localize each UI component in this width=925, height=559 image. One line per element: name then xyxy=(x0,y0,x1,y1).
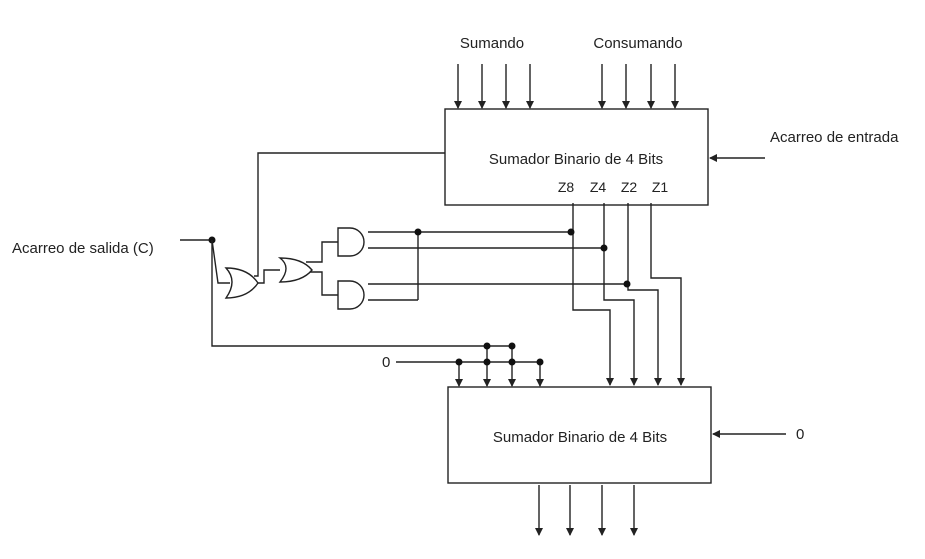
output-z4-label: Z4 xyxy=(590,179,607,195)
output-z1-label: Z1 xyxy=(652,179,669,195)
zero-right-label: 0 xyxy=(796,426,804,443)
junction-dot xyxy=(536,358,544,366)
junction-dot xyxy=(483,358,491,366)
sumando-inputs xyxy=(454,64,534,109)
consumando-inputs xyxy=(598,64,679,109)
or-middle-to-or-left xyxy=(254,269,280,284)
junction-dot xyxy=(623,280,631,288)
carry-feedback-wire xyxy=(211,240,512,347)
output-z8-label: Z8 xyxy=(558,179,575,195)
output-z2-label: Z2 xyxy=(621,179,638,195)
sum-output-wires xyxy=(572,203,685,386)
junction-dot xyxy=(508,358,516,366)
consumando-label: Consumando xyxy=(593,35,682,52)
bottom-adder-box xyxy=(447,386,712,484)
and-to-or-wire xyxy=(306,241,338,263)
top-adder-title: Sumador Binario de 4 Bits xyxy=(489,151,663,168)
junction-dot xyxy=(414,228,422,236)
or-gate-left xyxy=(224,267,259,299)
junction-dot xyxy=(508,342,516,350)
and-gate-top xyxy=(337,227,365,257)
or-out-wire xyxy=(211,239,230,284)
and-to-or-wire xyxy=(306,271,338,296)
carry-in-label: Acarreo de entrada xyxy=(770,129,899,146)
carry-out-label: Acarreo de salida (C) xyxy=(12,240,154,257)
bottom-adder-title: Sumador Binario de 4 Bits xyxy=(493,429,667,446)
or-gate-middle xyxy=(277,257,313,283)
sumando-label: Sumando xyxy=(460,35,524,52)
junction-dot xyxy=(567,228,575,236)
junction-dot xyxy=(483,342,491,350)
junction-dot xyxy=(600,244,608,252)
and-gate-bottom xyxy=(337,280,365,310)
top-adder-box xyxy=(444,108,709,206)
junction-dot xyxy=(455,358,463,366)
bottom-adder-outputs xyxy=(535,485,638,536)
bottom-adder-inputs xyxy=(455,346,544,387)
top-carry-wire xyxy=(254,152,445,277)
and-tap-wires xyxy=(368,231,627,301)
zero-left-label: 0 xyxy=(382,354,390,371)
